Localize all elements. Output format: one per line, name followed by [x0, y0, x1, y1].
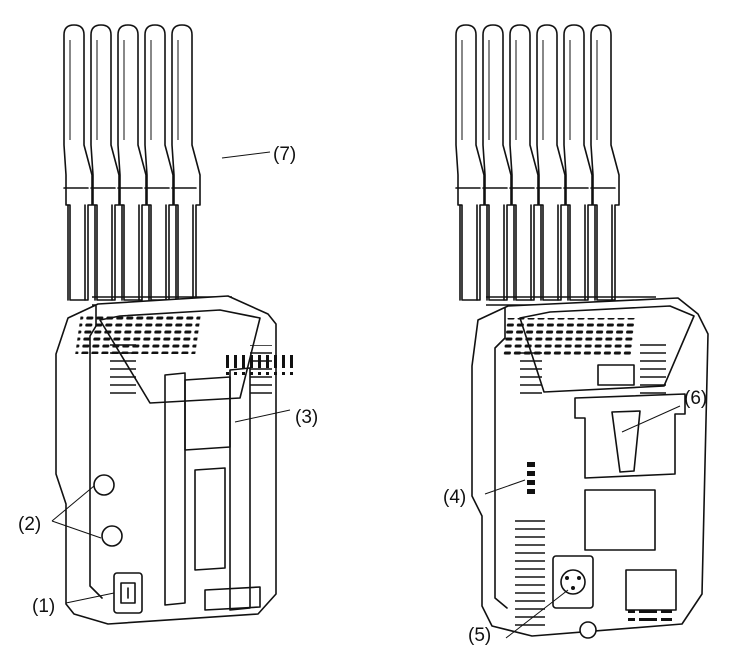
leader-line-6: [621, 405, 681, 433]
leader-line-3: [234, 409, 291, 423]
callout-label-1: (1): [32, 596, 55, 617]
rear-view-unit: (6) (4) (5): [443, 24, 709, 646]
front-body: [55, 295, 293, 625]
leader-line-1: [65, 592, 115, 604]
rear-body: [471, 297, 709, 639]
callout-label-2: (2): [18, 514, 41, 535]
leader-line-2a: [51, 485, 95, 522]
leader-line-5: [505, 589, 569, 639]
leader-line-7: [221, 151, 271, 159]
callout-label-6: (6): [684, 388, 707, 409]
callout-label-3: (3): [295, 407, 318, 428]
leader-line-2b: [51, 520, 102, 539]
callout-label-5: (5): [468, 625, 491, 646]
antenna-array-rear: [455, 24, 656, 306]
callout-label-7: (7): [273, 144, 296, 165]
callout-label-4: (4): [443, 487, 466, 508]
front-view-unit: (7) (3) (2) (1): [18, 24, 318, 625]
antenna-array-front: [63, 24, 232, 306]
leader-line-4: [484, 479, 526, 495]
